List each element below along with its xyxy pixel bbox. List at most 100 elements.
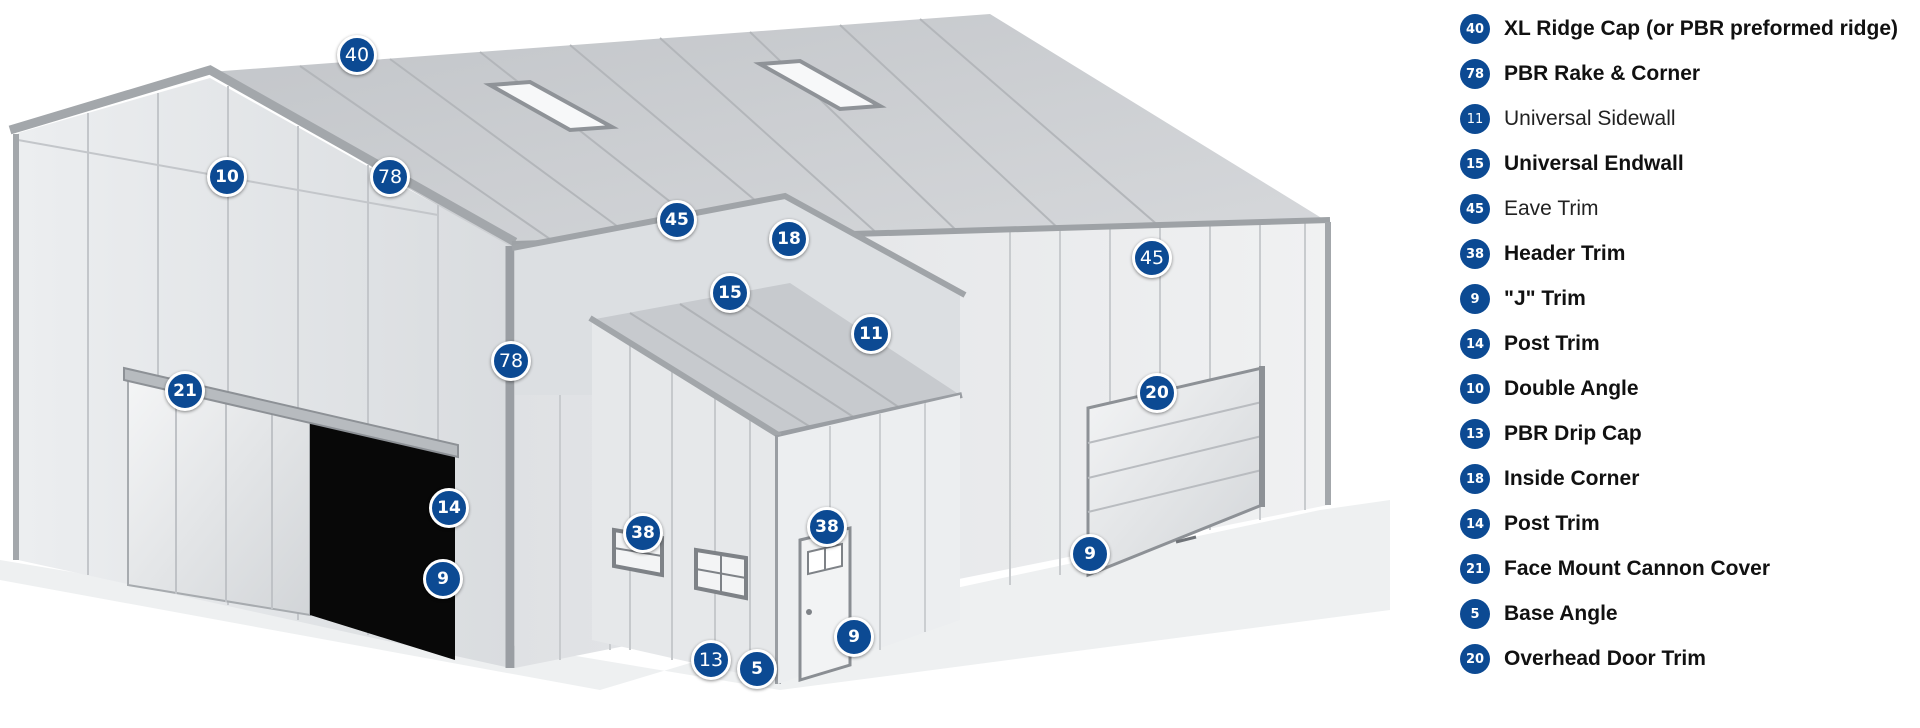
callout-9-sliding: 9 bbox=[423, 559, 463, 599]
walk-door bbox=[798, 526, 852, 683]
legend-label: PBR Rake & Corner bbox=[1504, 62, 1701, 85]
legend-number-badge: 5 bbox=[1460, 599, 1490, 629]
callout-9-door: 9 bbox=[834, 617, 874, 657]
callout-label: 38 bbox=[631, 523, 655, 543]
legend-label: Inside Corner bbox=[1504, 467, 1640, 490]
callout-label: 9 bbox=[848, 627, 860, 647]
overhead-door bbox=[1086, 366, 1265, 578]
legend-label: Face Mount Cannon Cover bbox=[1504, 557, 1771, 580]
callout-label: 18 bbox=[777, 229, 801, 249]
callout-78-rake: 78 bbox=[370, 157, 410, 197]
callout-label: 15 bbox=[718, 283, 742, 303]
legend-item: 5 Base Angle bbox=[1460, 599, 1618, 629]
legend-item: 21 Face Mount Cannon Cover bbox=[1460, 554, 1770, 584]
legend-number-badge: 11 bbox=[1460, 104, 1490, 134]
callout-45-eave-right: 45 bbox=[1132, 238, 1172, 278]
callout-label: 21 bbox=[173, 381, 197, 401]
callout-label: 10 bbox=[215, 167, 239, 187]
legend-label: Post Trim bbox=[1504, 332, 1600, 355]
legend-item: 14 Post Trim bbox=[1460, 329, 1600, 359]
lean-to-wall-panels bbox=[629, 346, 751, 676]
door-header-track bbox=[123, 366, 459, 459]
callout-20: 20 bbox=[1137, 373, 1177, 413]
legend-label: Universal Endwall bbox=[1504, 152, 1684, 175]
legend-item: 9 "J" Trim bbox=[1460, 284, 1586, 314]
legend-number-badge: 21 bbox=[1460, 554, 1490, 584]
legend-label: "J" Trim bbox=[1504, 287, 1586, 310]
legend-item: 38 Header Trim bbox=[1460, 239, 1625, 269]
legend-label: Post Trim bbox=[1504, 512, 1600, 535]
recess-eave bbox=[511, 192, 967, 298]
callout-label: 14 bbox=[437, 498, 461, 518]
legend-number-badge: 10 bbox=[1460, 374, 1490, 404]
legend-item: 45 Eave Trim bbox=[1460, 194, 1599, 224]
rake-trim bbox=[8, 65, 518, 246]
callout-label: 40 bbox=[344, 44, 370, 66]
ground-shadow bbox=[0, 500, 1390, 690]
callout-label: 78 bbox=[377, 166, 403, 188]
legend-label: Universal Sidewall bbox=[1504, 107, 1676, 130]
callout-label: 5 bbox=[751, 659, 763, 679]
callout-9-overhead: 9 bbox=[1070, 534, 1110, 574]
legend-number-badge: 15 bbox=[1460, 149, 1490, 179]
lean-to-rake bbox=[588, 315, 782, 439]
callout-label: 20 bbox=[1145, 383, 1169, 403]
callout-78-corner: 78 bbox=[491, 341, 531, 381]
callout-5: 5 bbox=[737, 649, 777, 689]
legend-label: Overhead Door Trim bbox=[1504, 647, 1706, 670]
legend-label: Double Angle bbox=[1504, 377, 1639, 400]
sliding-door-seams bbox=[175, 392, 273, 609]
legend-item: 15 Universal Endwall bbox=[1460, 149, 1684, 179]
legend-item: 40 XL Ridge Cap (or PBR preformed ridge) bbox=[1460, 14, 1898, 44]
callout-label: 78 bbox=[498, 350, 524, 372]
legend-item: 18 Inside Corner bbox=[1460, 464, 1639, 494]
callout-13: 13 bbox=[691, 640, 731, 680]
callout-label: 13 bbox=[698, 649, 724, 671]
legend-number-badge: 78 bbox=[1460, 59, 1490, 89]
legend-number-badge: 45 bbox=[1460, 194, 1490, 224]
legend-item: 78 PBR Rake & Corner bbox=[1460, 59, 1700, 89]
legend-number-badge: 9 bbox=[1460, 284, 1490, 314]
legend-item: 14 Post Trim bbox=[1460, 509, 1600, 539]
main-roof bbox=[210, 14, 1328, 248]
legend-number-badge: 13 bbox=[1460, 419, 1490, 449]
legend-number-badge: 40 bbox=[1460, 14, 1490, 44]
lean-to-roof bbox=[590, 283, 960, 435]
skylight-right bbox=[753, 58, 887, 112]
building-illustration: 40 10 78 45 18 15 45 11 78 21 20 14 9 38… bbox=[0, 14, 1390, 690]
legend-number-badge: 18 bbox=[1460, 464, 1490, 494]
callout-45-eave: 45 bbox=[657, 200, 697, 240]
callout-label: 9 bbox=[437, 569, 449, 589]
legend-number-badge: 14 bbox=[1460, 509, 1490, 539]
callout-38-door: 38 bbox=[807, 507, 847, 547]
callout-label: 45 bbox=[665, 210, 689, 230]
callout-40: 40 bbox=[337, 35, 377, 75]
skylight-left bbox=[483, 79, 619, 133]
callout-38-window: 38 bbox=[623, 513, 663, 553]
legend-item: 10 Double Angle bbox=[1460, 374, 1639, 404]
callout-label: 11 bbox=[859, 324, 883, 344]
legend-number-badge: 38 bbox=[1460, 239, 1490, 269]
legend-label: XL Ridge Cap (or PBR preformed ridge) bbox=[1504, 17, 1898, 40]
legend-label: Base Angle bbox=[1504, 602, 1618, 625]
legend-label: Eave Trim bbox=[1504, 197, 1599, 220]
legend-item: 13 PBR Drip Cap bbox=[1460, 419, 1642, 449]
callout-21: 21 bbox=[165, 371, 205, 411]
lean-to-roof-lines bbox=[629, 293, 901, 429]
callout-15: 15 bbox=[710, 273, 750, 313]
legend-item: 20 Overhead Door Trim bbox=[1460, 644, 1706, 674]
metal-building-drawing bbox=[0, 14, 1390, 690]
callout-11: 11 bbox=[851, 314, 891, 354]
door-opening bbox=[310, 420, 455, 660]
callout-10: 10 bbox=[207, 157, 247, 197]
legend-number-badge: 14 bbox=[1460, 329, 1490, 359]
legend-label: Header Trim bbox=[1504, 242, 1626, 265]
callout-14: 14 bbox=[429, 488, 469, 528]
legend-item: 11 Universal Sidewall bbox=[1460, 104, 1676, 134]
callout-18: 18 bbox=[769, 219, 809, 259]
legend-label: PBR Drip Cap bbox=[1504, 422, 1642, 445]
callout-label: 45 bbox=[1139, 247, 1165, 269]
legend-number-badge: 20 bbox=[1460, 644, 1490, 674]
callout-label: 38 bbox=[815, 517, 839, 537]
callout-label: 9 bbox=[1084, 544, 1096, 564]
